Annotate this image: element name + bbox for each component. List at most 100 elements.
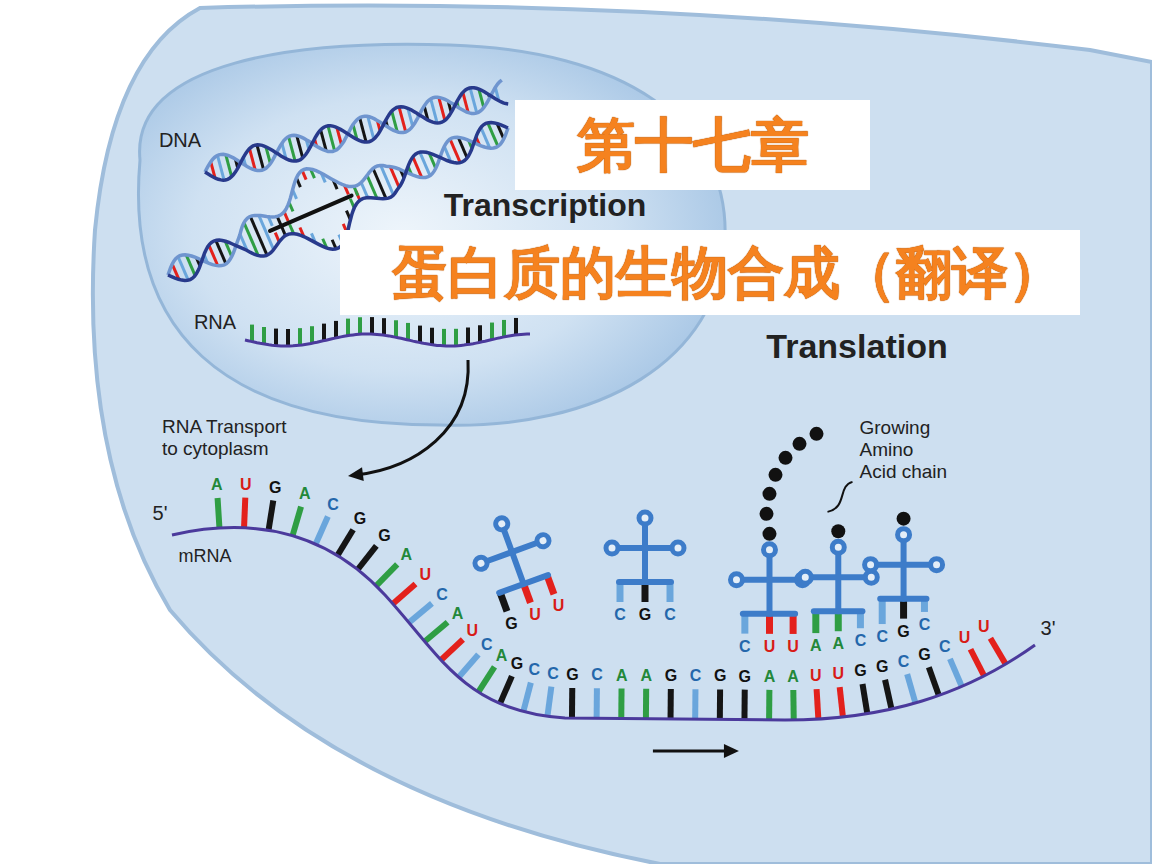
base-letter: C [436,586,448,604]
anticodon-base [812,611,819,633]
transport-arrow [356,360,468,475]
rna-base [454,329,458,346]
mrna-bases [218,498,1006,720]
base-letter: A [764,668,776,686]
base-pair [328,126,335,151]
trna-arm [811,574,865,580]
base-pair [431,99,437,123]
base-letter: G [354,509,366,527]
base-letter: C [547,665,559,683]
base-pair [217,155,224,180]
anticodon-letter: C [614,606,626,624]
amino-acid [768,468,782,482]
dna-strand [205,80,502,172]
mrna-base [885,680,892,709]
mrna-base [766,690,772,720]
mrna-base [717,689,723,719]
amino-acid [897,512,911,526]
mrna-base [316,517,328,544]
rna-base [358,317,362,334]
rna-base [370,317,374,334]
base-letter: C [591,666,603,684]
anticodon-letter: G [639,606,651,624]
anticodon-letter: U [764,638,776,656]
base-letter: C [481,636,493,654]
free-trna [463,505,567,616]
base-letter: C [898,652,910,670]
base-letter: U [467,621,479,639]
trna-arm [835,553,841,611]
base-pair [488,123,498,147]
mrna-base [970,649,984,676]
mrna-base [478,667,494,692]
trna-arm [766,556,772,614]
base-letter: U [240,476,252,494]
amino-acid [778,451,792,465]
process-label: Translation [766,327,947,366]
trna-loop [639,512,651,524]
base-letter: G [854,662,866,680]
trna-loop [672,542,684,554]
rna-base [262,327,266,344]
base-letter: A [496,647,508,665]
mrna-base [500,676,512,704]
rna-base [286,329,290,346]
arrows [348,360,739,758]
trna-arm [743,611,795,617]
part-label: mRNA [179,546,232,567]
free-trna [606,512,684,602]
base-letter: C [690,667,702,685]
trna-loop [865,559,877,571]
mrna-base [523,683,531,712]
amino-acid [762,487,776,501]
rna-base [478,325,482,342]
base-letter: U [419,566,431,584]
base-letter: A [641,667,653,685]
mrna-base [668,689,674,719]
dna-strand [205,88,508,181]
mrna-base [990,638,1005,664]
trna-arm [901,541,907,599]
trna-arm [814,608,863,614]
part-label: RNA Transport to cytoplasm [162,416,307,460]
mrna-base [618,689,624,719]
bound-trna [865,529,943,624]
base-letter: U [978,618,990,636]
new-rna-strand [270,196,352,231]
trna-arm [880,596,926,602]
base-pair [259,215,274,249]
rna-base [418,326,422,343]
base-pair [361,182,368,197]
amino-acid [759,507,773,521]
anticodon-letter: A [832,635,844,653]
rna-backbone [245,334,530,346]
rna-base [430,328,434,345]
strand-end-label: 3' [1041,617,1056,640]
trna-loop [730,574,742,586]
amino-acid [809,427,823,441]
process-label: Transcription [444,187,647,224]
anticodon-letter: C [855,632,867,650]
base-letter: G [566,666,578,684]
base-pair [216,240,226,264]
mrna-base [790,690,796,720]
chapter-subtitle: 蛋白质的生物合成（翻译） [340,230,1080,315]
anticodon-base [790,614,797,634]
rna-base [322,324,326,341]
anticodon-letter: C [664,606,676,624]
rna-base [250,325,254,342]
trna-loop [535,533,550,548]
bound-trna [799,541,877,633]
rna-base [346,319,350,336]
rna-base [394,320,398,337]
amino-acid [762,527,776,541]
base-letter: G [714,667,726,685]
trna-loop [494,516,509,531]
mrna-base [594,688,600,718]
anticodon-letter: C [739,637,751,655]
rna-base [274,329,278,346]
part-label: Growing Amino Acid chain [859,417,952,483]
mrna-base [358,546,377,570]
mrna-base [425,622,448,641]
